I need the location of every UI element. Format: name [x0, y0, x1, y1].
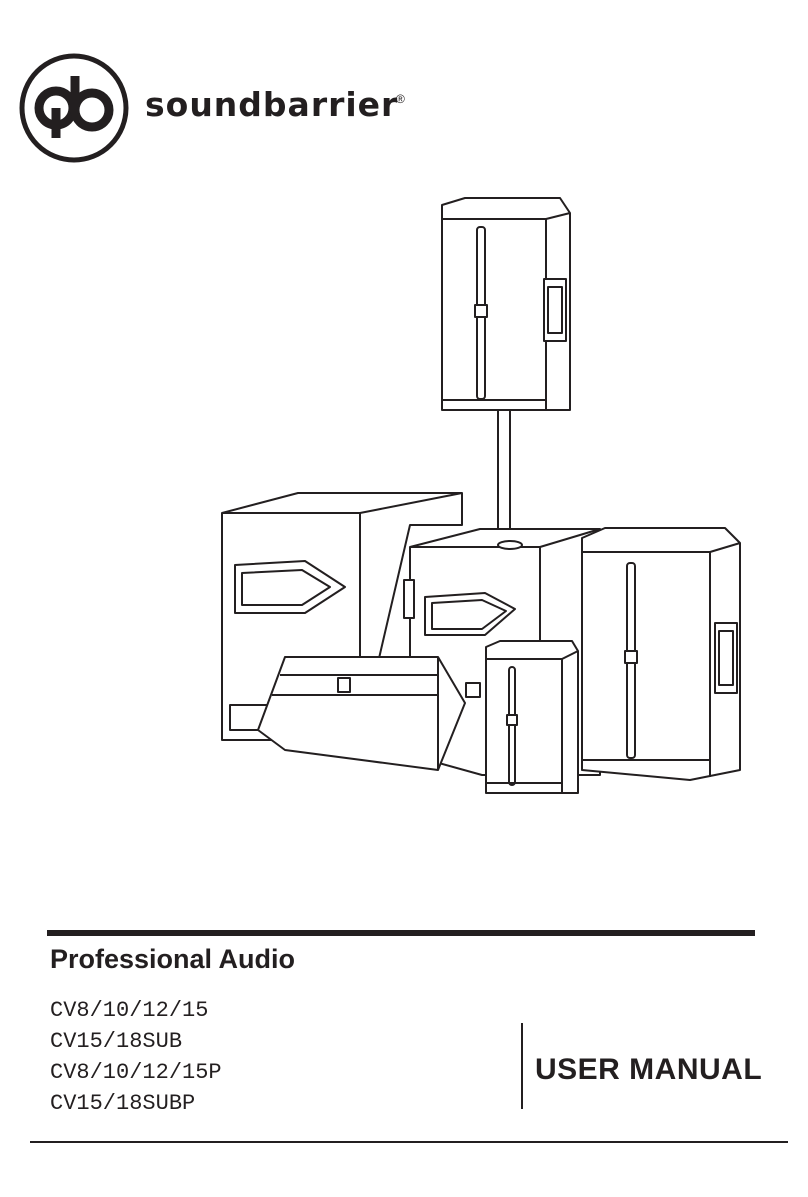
bottom-divider	[30, 1141, 788, 1143]
model-item: CV8/10/12/15P	[50, 1060, 222, 1085]
document-type: USER MANUAL	[535, 1053, 763, 1086]
top-divider	[47, 930, 755, 936]
tall-speaker	[581, 527, 741, 781]
brand-name: soundbarrier	[145, 85, 399, 124]
model-item: CV15/18SUBP	[50, 1091, 196, 1116]
vertical-divider	[521, 1023, 523, 1109]
brand-logo: soundbarrier ®	[18, 52, 438, 164]
registered-mark: ®	[396, 92, 405, 106]
cover-subtitle: Professional Audio	[50, 944, 296, 974]
sb-circle-logo-icon	[19, 53, 129, 163]
small-speaker	[485, 640, 579, 794]
wedge-monitor	[257, 656, 481, 771]
speaker-family-line-drawing	[221, 197, 741, 794]
top-speaker	[441, 197, 571, 411]
model-item: CV15/18SUB	[50, 1029, 183, 1054]
model-item: CV8/10/12/15	[50, 998, 209, 1023]
model-list: CV8/10/12/15 CV15/18SUB CV8/10/12/15P CV…	[50, 995, 222, 1119]
